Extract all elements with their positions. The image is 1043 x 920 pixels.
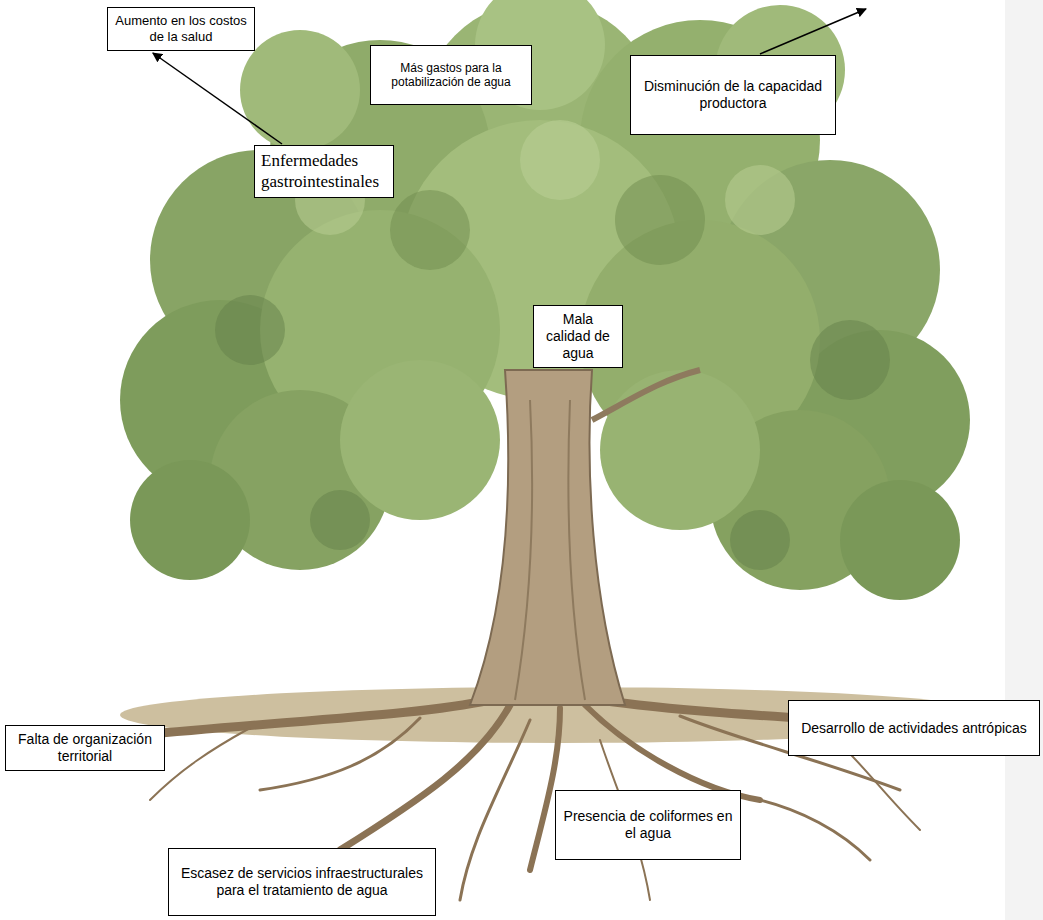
margin-bar: [1005, 0, 1043, 920]
box-text: Aumento en los costos de la salud: [114, 13, 248, 44]
problem-box: Más gastos para la potabilización de agu…: [370, 45, 532, 105]
trunk-bark: [515, 400, 532, 700]
box-text: Falta de organización territorial: [12, 731, 158, 765]
box-text: Mala calidad de agua: [540, 311, 616, 361]
problem-box: Presencia de coliformes en el agua: [555, 790, 741, 860]
trunk-bark: [568, 400, 585, 700]
problem-box: Escasez de servicios infraestructurales …: [168, 848, 436, 916]
problem-box: Enfermedades gastrointestinales: [254, 145, 394, 198]
problem-box: Falta de organización territorial: [5, 725, 165, 771]
effect-arrow: [153, 53, 282, 144]
box-text: Enfermedades gastrointestinales: [261, 151, 387, 192]
box-text: Desarrollo de actividades antrópicas: [795, 720, 1033, 737]
problem-box: Desarrollo de actividades antrópicas: [788, 700, 1040, 756]
box-text: Escasez de servicios infraestructurales …: [175, 865, 429, 899]
tree-branch: [592, 370, 700, 420]
box-text: Presencia de coliformes en el agua: [562, 808, 734, 842]
box-text: Disminución de la capacidad productora: [637, 78, 829, 112]
leader-arrow: [760, 9, 866, 54]
tree-trunk: [470, 370, 625, 705]
box-text: Más gastos para la potabilización de agu…: [377, 61, 525, 90]
problem-box: Mala calidad de agua: [533, 305, 623, 368]
problem-box: Disminución de la capacidad productora: [630, 55, 836, 135]
problem-box: Aumento en los costos de la salud: [107, 7, 255, 51]
